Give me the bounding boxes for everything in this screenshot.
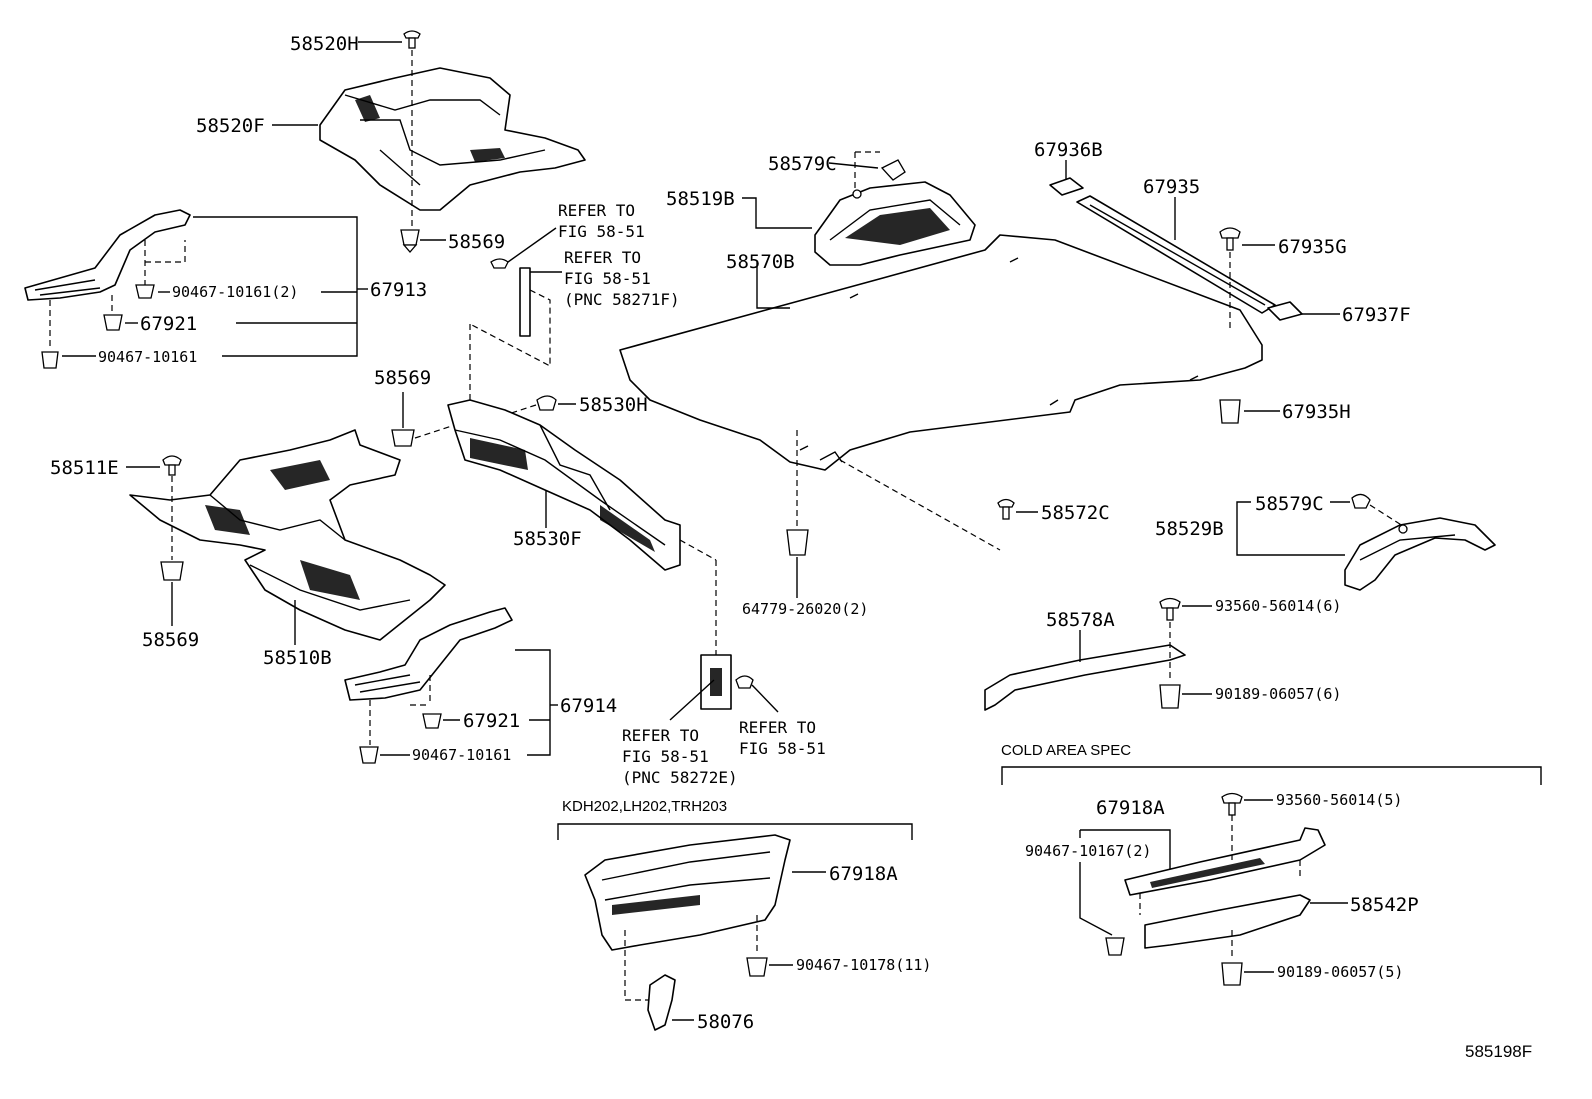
label-90467-10161-a: 90467-10161 [98, 348, 197, 366]
part-58570B [619, 234, 1263, 471]
label-58530F: 58530F [513, 528, 582, 550]
note-refer3-line2: FIG 58-51 [622, 747, 709, 766]
label-67918A-b: 67918A [1096, 797, 1165, 819]
part-67936B [1049, 177, 1084, 196]
label-64779-26020: 64779-26020(2) [742, 600, 868, 618]
label-90467-10161-b: 90467-10161 [412, 746, 511, 764]
label-58530H: 58530H [579, 394, 648, 416]
label-58570B: 58570B [726, 251, 795, 273]
note-refer4-line1: REFER TO [739, 718, 816, 737]
part-67935 [1076, 195, 1276, 314]
part-58530F [447, 399, 681, 571]
note-refer1-line1: REFER TO [558, 201, 635, 220]
bracket-refer3 [700, 654, 732, 710]
note-refer3-line1: REFER TO [622, 726, 699, 745]
label-58529B: 58529B [1155, 518, 1224, 540]
label-67913: 67913 [370, 279, 427, 301]
label-67935H: 67935H [1282, 401, 1351, 423]
label-67918A-a: 67918A [829, 863, 898, 885]
part-67918A-a [584, 834, 791, 951]
part-58542P [1144, 894, 1311, 949]
clip-90189-06057-6 [1159, 684, 1181, 709]
clip-58530H [536, 395, 557, 411]
label-67921-b: 67921 [463, 710, 520, 732]
clip-90189-06057-5 [1221, 962, 1243, 986]
part-58578A [984, 644, 1186, 711]
clip-58520H [403, 30, 421, 49]
label-67921-a: 67921 [140, 313, 197, 335]
note-refer2-line3: (PNC 58271F) [564, 290, 680, 309]
label-58569-low: 58569 [142, 629, 199, 651]
part-58076 [647, 974, 676, 1031]
label-58511E: 58511E [50, 457, 119, 479]
label-58572C: 58572C [1041, 502, 1110, 524]
part-67918A-b [1124, 827, 1326, 896]
clip-58569-top [400, 229, 420, 253]
label-58569-top: 58569 [448, 231, 505, 253]
label-58520H: 58520H [290, 33, 359, 55]
clip-refer4 [735, 675, 754, 689]
section-models-label: KDH202,LH202,TRH203 [562, 798, 727, 815]
label-93560-56014-5: 93560-56014(5) [1276, 791, 1402, 809]
clip-58569-low [160, 561, 184, 581]
clip-58569-mid [391, 429, 415, 447]
label-58569-mid: 58569 [374, 367, 431, 389]
clip-90467-10161-a [41, 351, 59, 369]
label-93560-56014-6: 93560-56014(6) [1215, 597, 1341, 615]
label-90467-10167: 90467-10167(2) [1025, 842, 1151, 860]
clip-90467-10178 [746, 957, 768, 977]
label-58519B: 58519B [666, 188, 735, 210]
label-58520F: 58520F [196, 115, 265, 137]
label-58510B: 58510B [263, 647, 332, 669]
note-refer2-line2: FIG 58-51 [564, 269, 651, 288]
part-58519B [814, 181, 976, 266]
clip-90467-10161-b [359, 746, 379, 764]
clip-refer1 [490, 258, 509, 269]
part-58520F [319, 67, 586, 211]
clip-90467-10167 [1105, 937, 1125, 956]
clip-58572C [997, 498, 1015, 520]
clip-67935G [1219, 227, 1241, 251]
bracket-refer2 [519, 267, 562, 337]
label-90467-10161-2-a: 90467-10161(2) [172, 283, 298, 301]
clip-64779-26020 [786, 529, 809, 556]
clip-93560-56014-5 [1221, 792, 1243, 816]
clip-58579C-b [1351, 493, 1371, 509]
label-58578A: 58578A [1046, 609, 1115, 631]
clip-67921-b [422, 713, 442, 729]
label-58579C-a: 58579C [768, 153, 837, 175]
clip-90467-10161-2-a [135, 284, 155, 299]
clip-58579C-a [880, 159, 906, 181]
label-90189-06057-5: 90189-06057(5) [1277, 963, 1403, 981]
note-refer3-line3: (PNC 58272E) [622, 768, 738, 787]
part-58529B [1344, 517, 1496, 591]
clip-93560-56014-6 [1159, 597, 1181, 621]
note-refer1-line2: FIG 58-51 [558, 222, 645, 241]
part-58510B [129, 429, 446, 641]
label-58076: 58076 [697, 1011, 754, 1033]
note-refer4-line2: FIG 58-51 [739, 739, 826, 758]
label-67935G: 67935G [1278, 236, 1347, 258]
figure-id: 585198F [1465, 1042, 1532, 1061]
part-67914 [344, 607, 513, 701]
label-58579C-b: 58579C [1255, 493, 1324, 515]
clip-67921-a [103, 314, 123, 331]
label-67914: 67914 [560, 695, 617, 717]
note-refer2-line1: REFER TO [564, 248, 641, 267]
label-67937F: 67937F [1342, 304, 1411, 326]
section-cold-label: COLD AREA SPEC [1001, 742, 1131, 759]
label-58542P: 58542P [1350, 894, 1419, 916]
clip-58511E [162, 455, 182, 476]
label-90467-10178: 90467-10178(11) [796, 956, 931, 974]
label-67935: 67935 [1143, 176, 1200, 198]
label-67936B: 67936B [1034, 139, 1103, 161]
part-67913 [24, 209, 191, 301]
label-90189-06057-6: 90189-06057(6) [1215, 685, 1341, 703]
clip-67935H [1219, 399, 1241, 424]
